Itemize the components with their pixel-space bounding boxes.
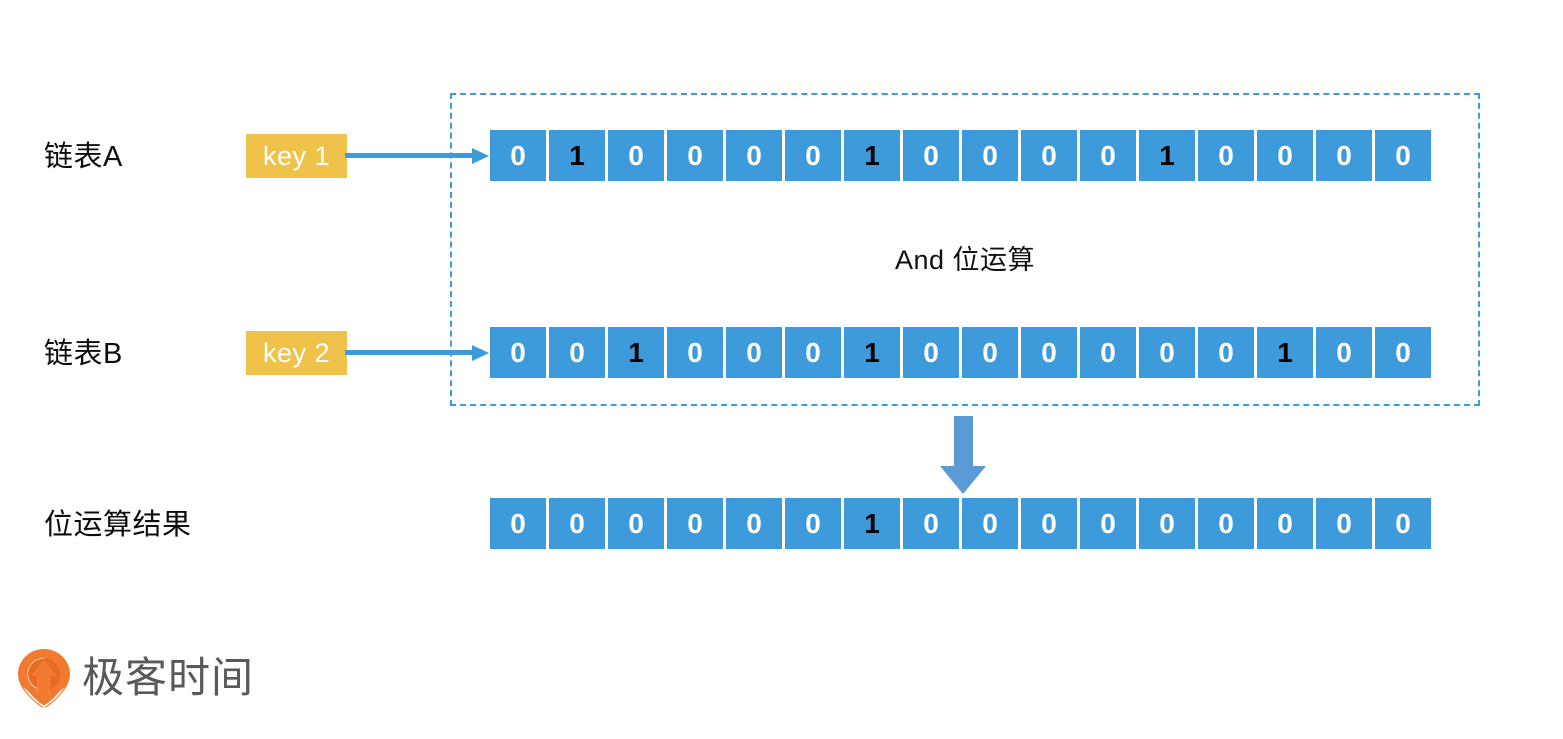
bit-cell: 0 [1198, 130, 1254, 181]
down-arrow-icon [940, 416, 986, 494]
row-label-result: 位运算结果 [44, 509, 192, 541]
bit-cell: 0 [903, 327, 959, 378]
bit-cell: 0 [1375, 130, 1431, 181]
bit-cell: 0 [962, 327, 1018, 378]
bit-cell: 0 [1257, 130, 1313, 181]
operands-dashed-group [450, 93, 1480, 406]
geektime-pin-icon [18, 649, 70, 708]
bit-cell: 0 [1021, 130, 1077, 181]
arrow-shaft [954, 416, 973, 469]
bit-cell: 0 [667, 130, 723, 181]
bit-cell: 0 [726, 327, 782, 378]
bit-cell: 0 [785, 327, 841, 378]
bit-cell: 0 [490, 327, 546, 378]
bit-cell: 0 [667, 498, 723, 549]
bit-cell: 0 [962, 498, 1018, 549]
bit-cell: 0 [549, 498, 605, 549]
bit-cell: 0 [903, 498, 959, 549]
arrow-head [940, 466, 986, 494]
bit-cell: 1 [844, 327, 900, 378]
bit-cell: 0 [1080, 498, 1136, 549]
bit-cell: 1 [608, 327, 664, 378]
bit-cell: 1 [1257, 327, 1313, 378]
bit-cell: 1 [549, 130, 605, 181]
bit-cell: 0 [608, 130, 664, 181]
bit-cell: 0 [1080, 327, 1136, 378]
bit-cell: 0 [1021, 498, 1077, 549]
bit-cell: 0 [1139, 327, 1195, 378]
bit-cell: 0 [726, 498, 782, 549]
brand-logo: 极客时间 [16, 648, 254, 708]
bit-cell: 1 [844, 130, 900, 181]
bit-cell: 0 [667, 327, 723, 378]
arrow-key2-to-bits [345, 343, 490, 363]
bit-cell: 0 [608, 498, 664, 549]
bit-cell: 0 [1257, 498, 1313, 549]
bit-cell: 0 [962, 130, 1018, 181]
row-label-list-a: 链表A [44, 141, 123, 173]
arrow-head [472, 345, 489, 361]
bit-cell: 0 [1198, 327, 1254, 378]
key-chip-1[interactable]: key 1 [246, 134, 347, 178]
bit-cell: 0 [726, 130, 782, 181]
bit-cell: 0 [490, 498, 546, 549]
arrow-head [472, 148, 489, 164]
bit-cell: 1 [844, 498, 900, 549]
operation-label: And 位运算 [894, 245, 1036, 275]
bit-cell: 0 [1316, 130, 1372, 181]
arrow-shaft [345, 153, 476, 158]
bit-cell: 0 [1139, 498, 1195, 549]
bit-cell: 0 [1198, 498, 1254, 549]
bit-cell: 0 [1375, 498, 1431, 549]
bit-cell: 0 [549, 327, 605, 378]
bit-cell: 0 [1375, 327, 1431, 378]
brand-name: 极客时间 [82, 654, 255, 701]
arrow-key1-to-bits [345, 146, 490, 166]
bit-cell: 0 [903, 130, 959, 181]
bit-cell: 0 [1080, 130, 1136, 181]
bit-cell: 0 [1021, 327, 1077, 378]
arrow-shaft [345, 350, 476, 355]
bit-cell: 1 [1139, 130, 1195, 181]
row-label-list-b: 链表B [44, 338, 123, 370]
bit-cell: 0 [490, 130, 546, 181]
key-chip-2[interactable]: key 2 [246, 331, 347, 375]
bit-cell: 0 [785, 498, 841, 549]
bit-cell: 0 [785, 130, 841, 181]
bit-cell: 0 [1316, 498, 1372, 549]
bit-cell: 0 [1316, 327, 1372, 378]
